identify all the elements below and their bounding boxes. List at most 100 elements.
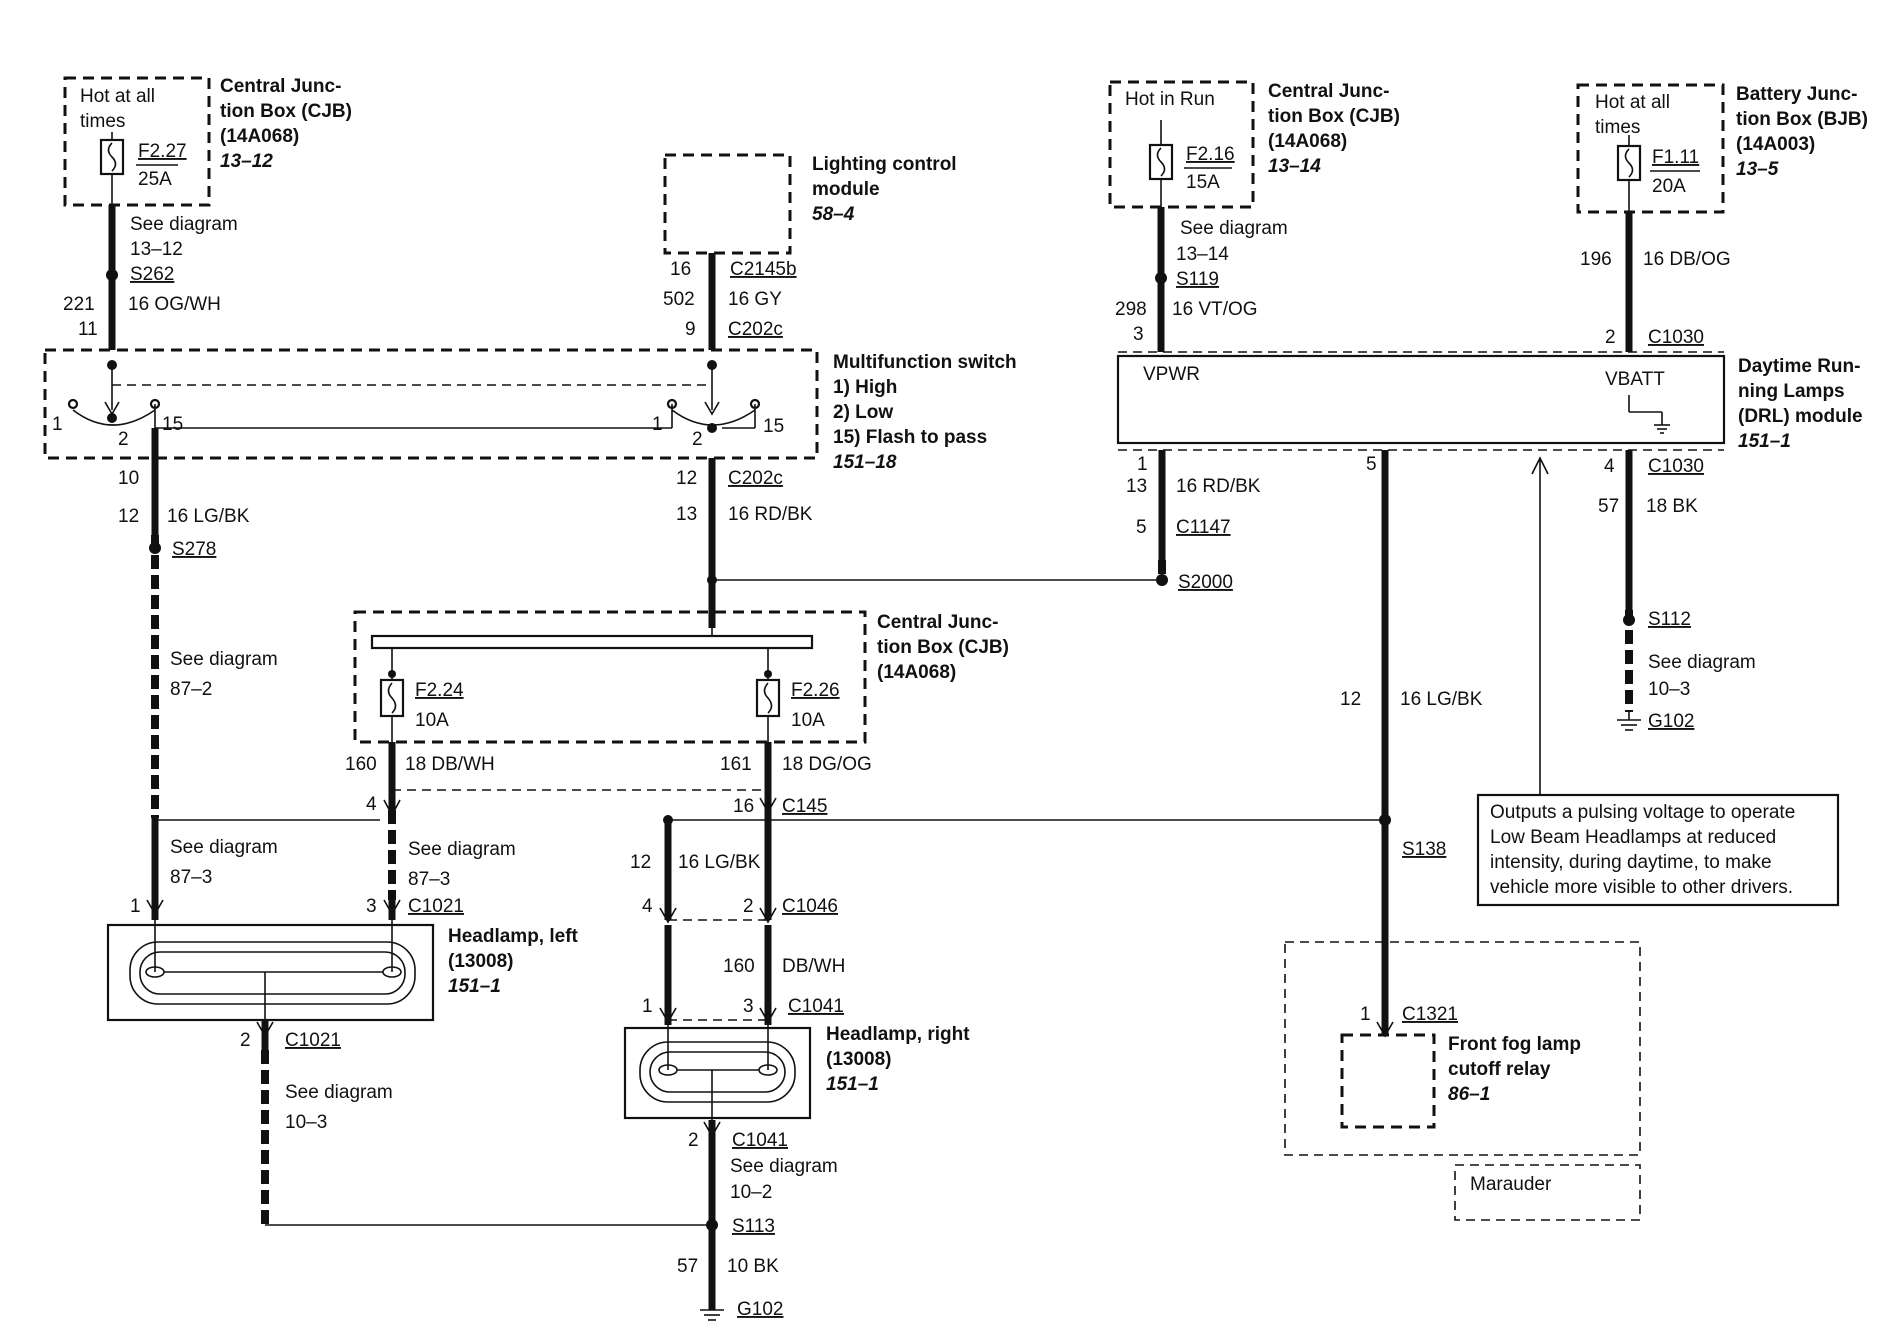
connector-c1030-bottom: C1030	[1648, 456, 1704, 477]
wire-196-color: 16 DB/OG	[1643, 249, 1731, 270]
wire-c1041-color: DB/WH	[782, 956, 845, 977]
wire-502-pin-bottom: 9	[685, 319, 696, 340]
connector-c202c-top: C202c	[728, 319, 783, 340]
wire-c1046-pin-right: 2	[743, 896, 754, 917]
cjb-left: Hot at all times F2.27 25A Central Junc-…	[63, 76, 352, 207]
wire-s278-pin: 10	[118, 468, 139, 489]
wire-c202c: 12 C202c 13 16 RD/BK	[676, 458, 1162, 628]
mfs-box	[43, 348, 819, 460]
bjb-note-1: Hot at all	[1595, 92, 1670, 113]
note-line-2: Low Beam Headlamps at reduced	[1490, 827, 1776, 848]
wire-hl-left-ground: 2 C1021 See diagram 10–3	[240, 972, 712, 1226]
wire-298-circuit: 298	[1115, 299, 1147, 320]
splice-s113: S113	[732, 1216, 775, 1237]
wire-196-circuit: 196	[1580, 249, 1612, 270]
wire-502-color: 16 GY	[728, 289, 782, 310]
battery-junction-box: Hot at all times F1.11 20A Battery Junc-…	[1576, 83, 1868, 214]
wire-s278-color: 16 LG/BK	[167, 506, 250, 527]
lcm-title-1: Lighting control	[812, 154, 957, 175]
cjb-right-title-1: Central Junc-	[1268, 81, 1389, 102]
wire-drl-ground-pin: 4	[1604, 456, 1615, 477]
cjb-left-page-ref: 13–12	[220, 151, 273, 172]
wire-drl-ground-circuit: 57	[1598, 496, 1619, 517]
headlamp-right-page-ref: 151–1	[826, 1074, 879, 1095]
cjb-mid-title-1: Central Junc-	[877, 612, 998, 633]
drl-page-ref: 151–1	[1738, 431, 1791, 452]
wire-298-pin: 3	[1133, 324, 1144, 345]
wire-c202c-color: 16 RD/BK	[728, 504, 813, 525]
cjb-mid-fuse1-id: F2.24	[415, 680, 464, 701]
splice-s2000: S2000	[1178, 572, 1233, 593]
wire-drl-ground-see-diagram-ref: 10–3	[1648, 679, 1690, 700]
wire-s278-see-diagram-ref: 87–2	[170, 679, 212, 700]
wire-s2000-pin2: 5	[1136, 517, 1147, 538]
ground-icon	[1654, 424, 1670, 434]
cjb-right-box	[1108, 80, 1255, 209]
drl-title-2: ning Lamps	[1738, 381, 1845, 402]
cjb-mid-fuse1-rating: 10A	[415, 710, 449, 731]
headlamp-right-housing	[623, 1026, 812, 1120]
cjb-mid-title-2: tion Box (CJB)	[877, 637, 1009, 658]
mfs-pin-a2: 2	[118, 429, 129, 450]
wire-hl-right-see-diagram-ref: 10–2	[730, 1182, 772, 1203]
cjb-left-title-2: tion Box (CJB)	[220, 101, 352, 122]
mfs-page-ref: 151–18	[833, 452, 897, 473]
headlamp-left-title-2: (13008)	[448, 951, 514, 972]
headlamp-left: Headlamp, left (13008) 151–1	[106, 920, 579, 1022]
cjb-left-fuse-id: F2.27	[138, 141, 187, 162]
wire-161: 161 18 DG/OG 16 C145	[720, 742, 872, 920]
mfs-pin-a1: 1	[52, 414, 63, 435]
mfs-pin-b2: 2	[692, 429, 703, 450]
connector-c1030-top: C1030	[1648, 327, 1704, 348]
cjb-right-page-ref: 13–14	[1268, 156, 1321, 177]
ground-icon	[1617, 712, 1641, 731]
cjb-left-note-1: Hot at all	[80, 86, 155, 107]
wire-160: 160 18 DB/WH 4 See diagram 87–3 3 C1021	[345, 742, 516, 920]
wire-161-pin: 16	[733, 796, 754, 817]
connector-c202c-bottom: C202c	[728, 468, 783, 489]
drl-title-3: (DRL) module	[1738, 406, 1863, 427]
drl-vpwr-label: VPWR	[1143, 364, 1200, 385]
wire-298: See diagram 13–14 S119 298 16 VT/OG 3	[1115, 207, 1288, 352]
headlamp-right-title-1: Headlamp, right	[826, 1024, 970, 1045]
cjb-right-note: Hot in Run	[1125, 89, 1215, 110]
note-line-1: Outputs a pulsing voltage to operate	[1490, 802, 1795, 823]
wire-drl-ground-see-diagram: See diagram	[1648, 652, 1756, 673]
mfs-legend-high: 1) High	[833, 377, 897, 398]
connector-c145: C145	[782, 796, 827, 817]
cjb-right: Hot in Run F2.16 15A Central Junc- tion …	[1108, 80, 1400, 209]
headlamp-left-title-1: Headlamp, left	[448, 926, 579, 947]
bjb-page-ref: 13–5	[1736, 159, 1779, 180]
wire-161-color: 18 DG/OG	[782, 754, 872, 775]
cjb-right-fuse-rating: 15A	[1186, 172, 1220, 193]
drl-title-1: Daytime Run-	[1738, 356, 1860, 377]
wire-s138-circuit: 12	[1340, 689, 1361, 710]
wire-left-see-diagram: See diagram	[170, 837, 278, 858]
cjb-mid-box	[353, 610, 867, 744]
wire-s138-color: 16 LG/BK	[1400, 689, 1483, 710]
wire-hl-left-see-diagram: See diagram	[285, 1082, 393, 1103]
wire-221-pin: 11	[78, 319, 98, 340]
bjb-title-3: (14A003)	[1736, 134, 1815, 155]
wire-160-pin-c1021: 3	[366, 896, 377, 917]
wire-221: See diagram 13–12 S262 221 16 OG/WH 11	[63, 205, 238, 350]
lcm-page-ref: 58–4	[812, 204, 855, 225]
wire-s2000-circuit: 13	[1126, 476, 1147, 497]
ground-g102-hl-right: G102	[737, 1299, 783, 1320]
connector-c1147: C1147	[1176, 517, 1231, 538]
connector-c1021-top: C1021	[408, 896, 464, 917]
wire-160-circuit: 160	[345, 754, 377, 775]
wire-hl-left-pin: 2	[240, 1030, 251, 1051]
drl-vbatt-label: VBATT	[1605, 369, 1665, 390]
busbar	[370, 634, 814, 650]
fog-lamp-relay: 1 C1321 Front fog lamp cutoff relay 86–1	[1284, 941, 1641, 1156]
bjb-title-2: tion Box (BJB)	[1736, 109, 1868, 130]
cjb-left-fuse-rating: 25A	[138, 169, 172, 190]
mfs-legend-flash: 15) Flash to pass	[833, 427, 987, 448]
wire-298-see-diagram: See diagram	[1180, 218, 1288, 239]
bjb-box	[1576, 83, 1725, 214]
wire-c1046: 12 16 LG/BK 4 2 C1046	[630, 820, 838, 924]
mfs-pin-b15: 15	[763, 416, 784, 437]
bjb-fuse-rating: 20A	[1652, 176, 1686, 197]
wire-221-color: 16 OG/WH	[128, 294, 221, 315]
